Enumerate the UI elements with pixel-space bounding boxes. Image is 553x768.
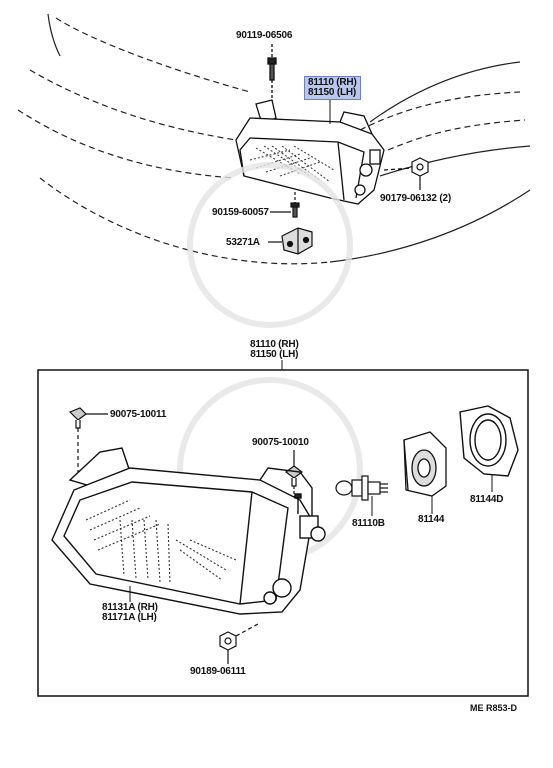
headlamp-top-icon (235, 99, 385, 205)
bracket-icon (268, 227, 313, 255)
clip-mid-icon (285, 450, 303, 500)
label-assembly: 81110 (RH) 81150 (LH) (250, 340, 299, 360)
label-nut-right: 90179-06132 (2) (380, 193, 451, 204)
label-bracket: 53271A (226, 237, 260, 248)
label-assembly-lh: 81150 (LH) (250, 349, 299, 360)
screw-top-icon (267, 44, 277, 104)
label-bulb: 81110B (352, 518, 385, 529)
bulb-icon (335, 475, 388, 501)
label-unit-lh: 81171A (LH) (102, 612, 157, 623)
label-headlamp-top: 81110 (RH) 81150 (LH) (304, 76, 361, 100)
car-body-lines (17, 13, 531, 265)
nut-bottom-icon (219, 623, 259, 664)
label-clip-top: 90075-10011 (110, 409, 167, 420)
label-socket: 81144 (418, 514, 445, 525)
reference-code: ME R853-D (470, 703, 518, 713)
label-cover: 81144D (470, 494, 504, 505)
label-headlamp-lh: 81150 (LH) (308, 87, 357, 98)
socket-icon (403, 431, 447, 497)
label-nut-bottom: 90189-06111 (190, 666, 246, 677)
cover-icon (459, 405, 519, 477)
label-clip-mid: 90075-10010 (252, 437, 309, 448)
label-headlamp-rh: 81110 (RH) (308, 77, 357, 88)
screw-small-icon (270, 192, 300, 218)
label-unit: 81131A (RH) 81171A (LH) (102, 603, 158, 623)
detail-frame (37, 369, 529, 697)
label-assembly-rh: 81110 (RH) (250, 339, 299, 350)
nut-right-icon (383, 157, 429, 190)
headlamp-detail-icon (51, 447, 326, 615)
label-screw-top: 90119-06506 (236, 30, 293, 41)
label-unit-rh: 81131A (RH) (102, 602, 158, 613)
clip-top-icon (68, 407, 108, 476)
label-screw-small: 90159-60057 (212, 207, 269, 218)
